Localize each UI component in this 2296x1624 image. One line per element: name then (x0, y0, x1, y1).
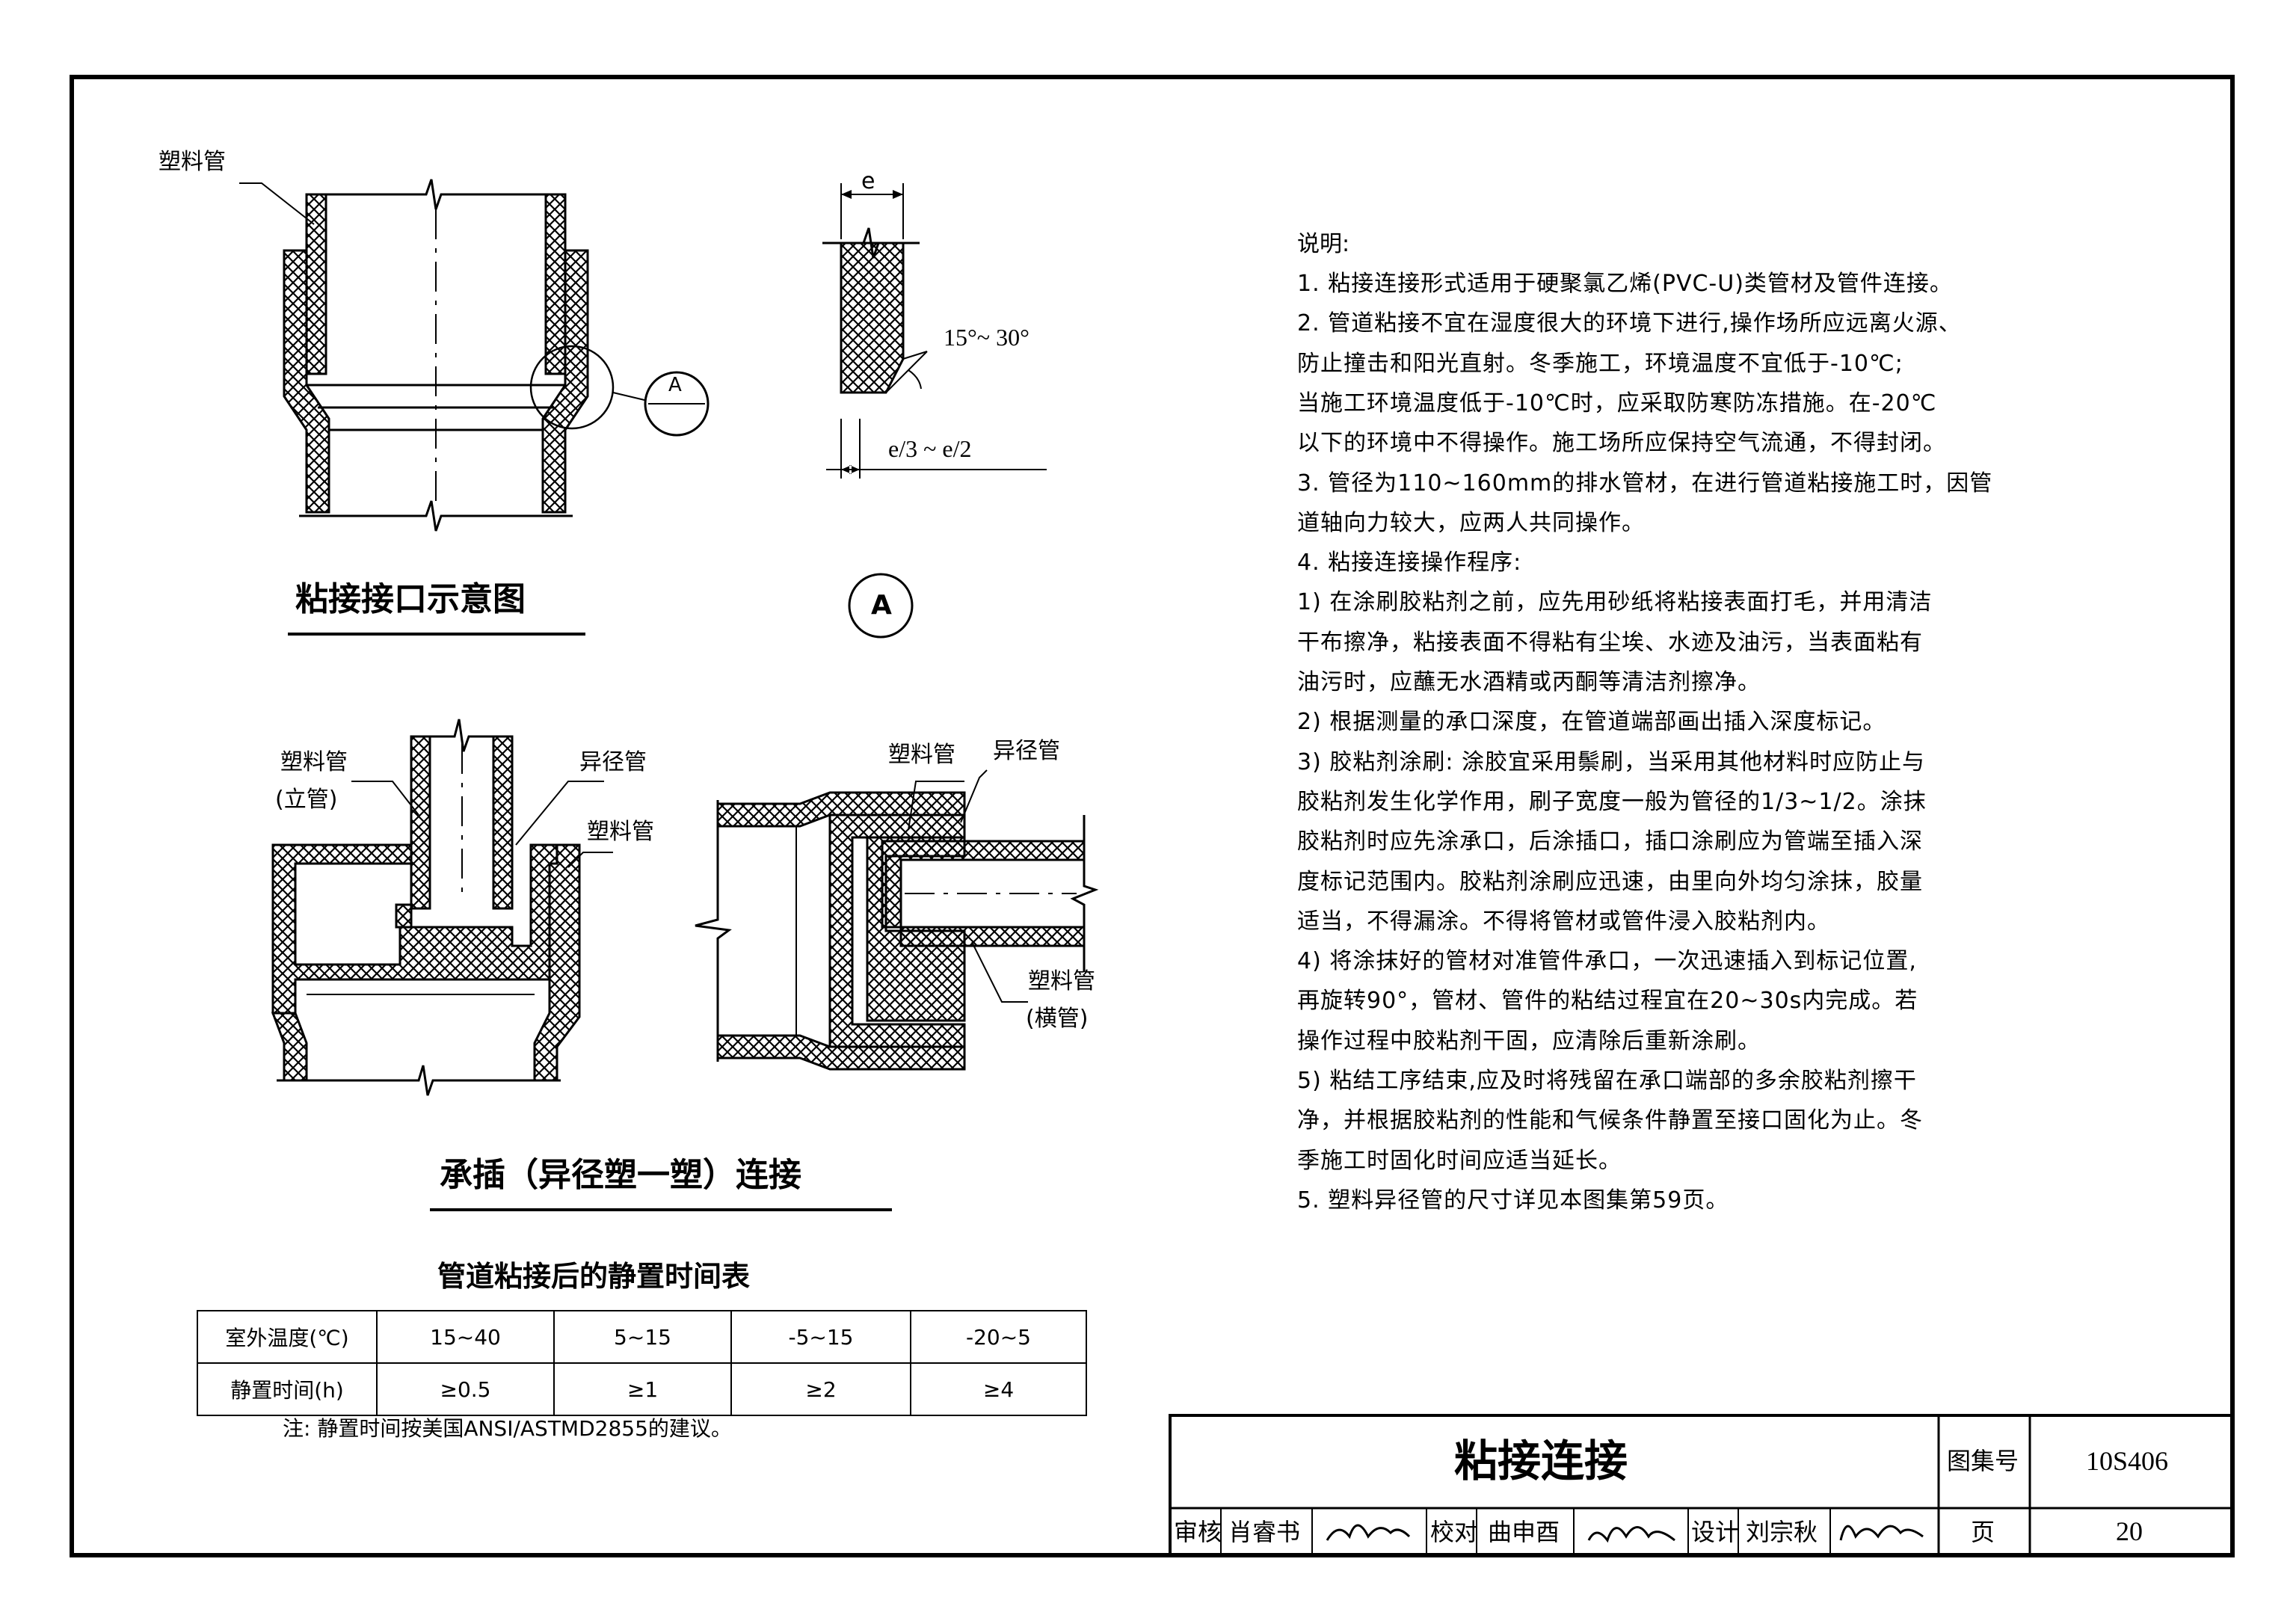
drawing-title: 粘接连接 (1454, 1436, 1628, 1486)
design-label: 设计 (1691, 1518, 1740, 1546)
time-cell: ≥4 (910, 1362, 1087, 1416)
designer-name: 刘宗秋 (1746, 1518, 1818, 1546)
time-cell: ≥1 (553, 1362, 732, 1416)
reviewer-signature (1326, 1524, 1411, 1541)
row1-header: 室外温度(℃) (197, 1310, 378, 1364)
time-cell: ≥0.5 (376, 1362, 555, 1416)
cure-time-table: 室外温度(℃) 15~40 5~15 -5~15 -20~5 静置时间(h) ≥… (197, 1310, 1087, 1416)
page-label: 页 (1971, 1518, 1995, 1546)
note-line: 季施工时固化时间应适当延长。 (1297, 1147, 1622, 1174)
reducer-horizontal-diagram (430, 769, 1099, 1211)
note-line: 2. 管道粘接不宜在湿度很大的环境下进行,操作场所应远离火源、 (1297, 310, 1962, 337)
review-label: 审核 (1174, 1518, 1222, 1546)
angle-label: 15°~ 30° (944, 324, 1029, 351)
label-plastic-pipe-2: 塑料管 (587, 819, 654, 845)
label-reducer: 异径管 (579, 749, 647, 775)
note-line: 3) 胶粘剂涂刷: 涂胶宜采用鬃刷，当采用其他材料时应防止与 (1297, 748, 1925, 775)
temp-cell: 15~40 (376, 1310, 555, 1364)
temp-cell: 5~15 (553, 1310, 732, 1364)
checker-signature (1587, 1526, 1675, 1543)
detail-a-circle-label: A (871, 590, 892, 621)
note-line: 4. 粘接连接操作程序: (1297, 550, 1522, 576)
note-line: 1. 粘接连接形式适用于硬聚氯乙烯(PVC-U)类管材及管件连接。 (1297, 271, 1953, 297)
note-line: 道轴向力较大，应两人共同操作。 (1297, 509, 1645, 536)
page-number: 20 (2116, 1516, 2143, 1546)
note-line: 操作过程中胶粘剂干固，应清除后重新涂刷。 (1297, 1027, 1761, 1054)
note-line: 再旋转90°，管材、管件的粘结过程宜在20~30s内完成。若 (1297, 988, 1918, 1015)
label-plastic-pipe: 塑料管 (158, 149, 226, 175)
note-line: 度标记范围内。胶粘剂涂刷应迅速，由里向外均匀涂抹，胶量 (1297, 868, 1923, 895)
row2-header: 静置时间(h) (197, 1362, 378, 1416)
designer-signature (1839, 1525, 1924, 1541)
note-line: 净，并根据胶粘剂的性能和气候条件静置至接口固化为止。冬 (1297, 1107, 1923, 1134)
label-riser-pipe: 塑料管 (280, 749, 348, 775)
time-cell: ≥2 (730, 1362, 911, 1416)
note-line: 5) 粘结工序结束,应及时将残留在承口端部的多余胶粘剂擦干 (1297, 1068, 1917, 1094)
label-riser-sub: (立管) (275, 787, 338, 813)
checker-name: 曲申酉 (1488, 1518, 1560, 1546)
reducer-vertical-diagram (271, 719, 613, 1096)
note-line: 5. 塑料异径管的尺寸详见本图集第59页。 (1297, 1187, 1729, 1214)
note-line: 胶粘剂时应先涂承口，后涂插口，插口涂刷应为管端至插入深 (1297, 828, 1923, 855)
label-horizontal-sub: (横管) (1026, 1006, 1089, 1032)
label-top-plastic-pipe: 塑料管 (888, 742, 955, 768)
note-line: 2) 根据测量的承口深度，在管道端部画出插入深度标记。 (1297, 709, 1886, 736)
note-line: 3. 管径为110~160mm的排水管材，在进行管道粘接施工时，因管 (1297, 470, 1993, 496)
reducer-caption: 承插（异径塑一塑）连接 (440, 1156, 801, 1194)
cure-table-title: 管道粘接后的静置时间表 (437, 1260, 751, 1293)
label-horizontal-pipe: 塑料管 (1028, 968, 1095, 994)
notes-heading: 说明: (1297, 231, 1350, 257)
check-label: 校对 (1430, 1518, 1479, 1546)
title-block (1169, 1414, 2234, 1557)
sheet-border (70, 75, 2235, 1557)
temp-cell: -5~15 (730, 1310, 911, 1364)
note-line: 干布擦净，粘接表面不得粘有尘埃、水迹及油污，当表面粘有 (1297, 629, 1923, 656)
bond-joint-diagram (239, 179, 710, 636)
note-line: 防止撞击和阳光直射。冬季施工，环境温度不宜低于-10℃; (1297, 350, 1903, 377)
detail-a-diagram (822, 183, 1047, 639)
atlas-number: 10S406 (2086, 1446, 2169, 1476)
note-line: 油污时，应蘸无水酒精或丙酮等清洁剂擦净。 (1297, 669, 1761, 695)
temp-cell: -20~5 (910, 1310, 1087, 1364)
note-line: 胶粘剂发生化学作用，刷子宽度一般为管径的1/3~1/2。涂抹 (1297, 788, 1927, 815)
note-line: 当施工环境温度低于-10℃时，应采取防寒防冻措施。在-20℃ (1297, 390, 1937, 416)
bond-joint-caption: 粘接接口示意图 (295, 580, 526, 618)
reviewer-name: 肖睿书 (1228, 1518, 1301, 1546)
callout-a-label: A (668, 374, 682, 396)
note-line: 适当，不得漏涂。不得将管材或管件浸入胶粘剂内。 (1297, 908, 1830, 935)
cure-table-footnote: 注: 静置时间按美国ANSI/ASTMD2855的建议。 (283, 1416, 732, 1441)
atlas-label: 图集号 (1947, 1447, 2019, 1475)
dim-e-label: e (861, 168, 875, 194)
note-line: 4) 将涂抹好的管材对准管件承口，一次迅速插入到标记位置, (1297, 948, 1917, 975)
note-line: 1) 在涂刷胶粘剂之前，应先用砂纸将粘接表面打毛，并用清洁 (1297, 589, 1933, 616)
depth-dim-label: e/3 ~ e/2 (888, 435, 972, 462)
note-line: 以下的环境中不得操作。施工场所应保持空气流通，不得封闭。 (1297, 430, 1946, 457)
label-top-reducer: 异径管 (993, 738, 1060, 764)
table-row: 静置时间(h) ≥0.5 ≥1 ≥2 ≥4 (197, 1362, 1087, 1416)
table-row: 室外温度(℃) 15~40 5~15 -5~15 -20~5 (197, 1310, 1087, 1364)
